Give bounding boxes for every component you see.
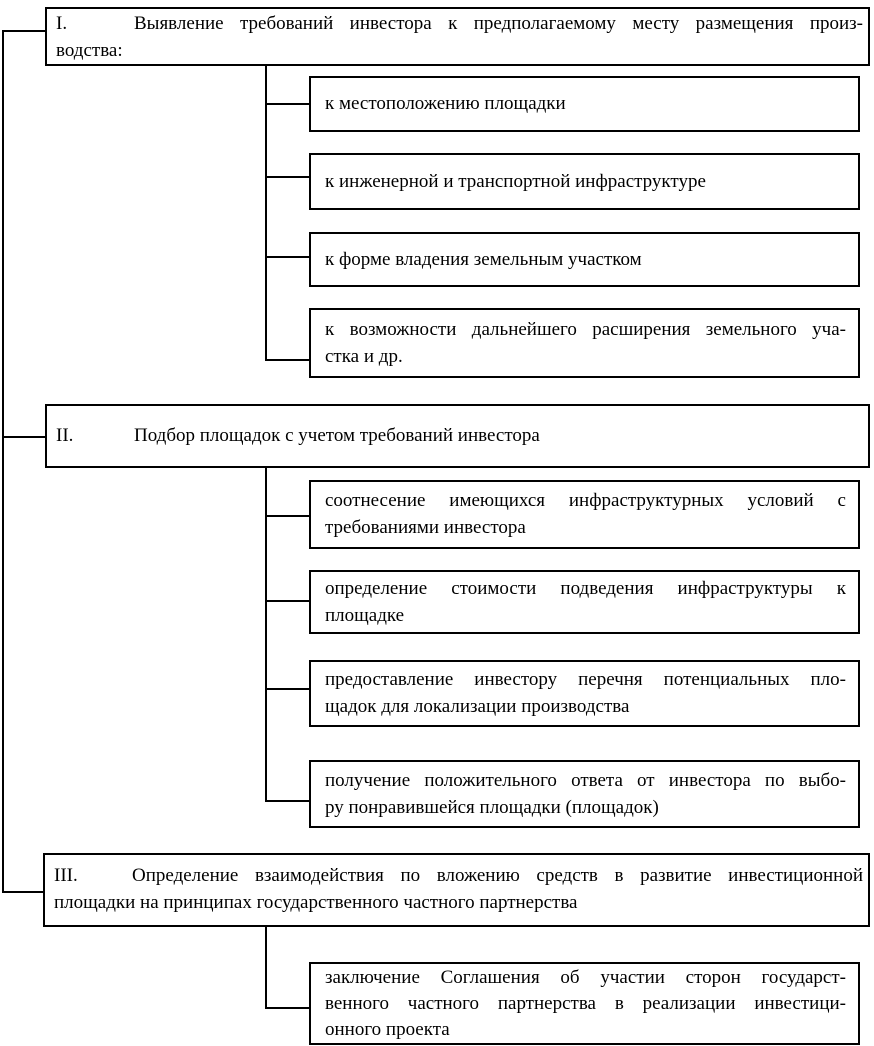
item-text-line-1: соотнесение имеющихся инфраструктурных у… (325, 490, 846, 511)
branch-stub-item-2-1 (267, 515, 309, 517)
item-text-line-3: онного проекта (325, 1019, 450, 1040)
item-text-line-2: щадок для локализации производства (325, 696, 630, 717)
stage-3-numeral: III. (54, 865, 78, 886)
item-text-line-2: стка и др. (325, 346, 403, 367)
stage-2-title-text: Подбор площадок с учетом требований инве… (134, 425, 540, 446)
stage-3-title-line-1: III. Определение взаимодействия по вложе… (54, 862, 863, 889)
branch-stub-item-1-2 (267, 176, 309, 178)
spine-line (2, 30, 4, 893)
stage-2-numeral: II. (56, 425, 74, 446)
item-text-line-2: ру понравившейся площадки (площадок) (325, 797, 659, 818)
stage-box-1: I. Выявление требований инвестора к пред… (45, 7, 870, 66)
branch-line-stage-2 (265, 468, 267, 802)
item-text-line-2: площадке (325, 605, 405, 626)
stage-1-title-line-1: I. Выявление требований инвестора к пред… (56, 10, 863, 37)
stage-1-title-line-2: водства: (56, 40, 123, 61)
item-box-2-3: предоставление инвестору перечня потенци… (309, 660, 860, 727)
item-box-1-1: к местоположению площадки (309, 76, 860, 132)
item-text: к форме владения земельным участком (325, 249, 642, 270)
stage-box-2: II. Подбор площадок с учетом требований … (45, 404, 870, 468)
item-text: к инженерной и транспортной инфраструкту… (325, 171, 706, 192)
item-text-line-1: определение стоимости подведения инфраст… (325, 578, 846, 599)
item-box-2-1: соотнесение имеющихся инфраструктурных у… (309, 480, 860, 549)
stage-2-title-line-1: II. Подбор площадок с учетом требований … (56, 422, 863, 449)
branch-line-stage-3 (265, 927, 267, 1009)
branch-stub-item-2-2 (267, 600, 309, 602)
branch-line-stage-1 (265, 66, 267, 361)
stage-1-title-text: Выявление требований инвестора к предпол… (134, 13, 863, 34)
branch-stub-item-1-1 (267, 103, 309, 105)
branch-stub-item-1-3 (267, 256, 309, 258)
item-box-1-3: к форме владения земельным участком (309, 232, 860, 287)
stage-3-title-line-2: площадки на принципах государственного ч… (54, 892, 578, 913)
item-text-line-2: венного частного партнерства в реализаци… (325, 993, 846, 1014)
branch-stub-item-1-4 (267, 359, 309, 361)
item-box-3-1: заключение Соглашения об участии сторон … (309, 962, 860, 1045)
spine-stub-stage-2 (4, 436, 45, 438)
item-text: к местоположению площадки (325, 93, 566, 114)
branch-stub-item-2-3 (267, 688, 309, 690)
item-text-line-2: требованиями инвестора (325, 517, 526, 538)
branch-stub-item-3-1 (267, 1007, 309, 1009)
item-text-line-1: к возможности дальнейшего расширения зем… (325, 319, 846, 340)
spine-stub-stage-1 (4, 30, 45, 32)
item-text-line-1: получение положительного ответа от инвес… (325, 770, 846, 791)
item-box-1-2: к инженерной и транспортной инфраструкту… (309, 153, 860, 210)
item-text-line-1: предоставление инвестору перечня потенци… (325, 669, 846, 690)
item-text-line-1: заключение Соглашения об участии сторон … (325, 967, 846, 988)
item-box-2-4: получение положительного ответа от инвес… (309, 760, 860, 828)
stage-box-3: III. Определение взаимодействия по вложе… (43, 853, 870, 927)
branch-stub-item-2-4 (267, 800, 309, 802)
stage-1-numeral: I. (56, 13, 68, 34)
item-box-1-4: к возможности дальнейшего расширения зем… (309, 308, 860, 378)
item-box-2-2: определение стоимости подведения инфраст… (309, 570, 860, 634)
spine-stub-stage-3 (4, 891, 43, 893)
stage-3-title-text: Определение взаимодействия по вложению с… (132, 865, 863, 886)
